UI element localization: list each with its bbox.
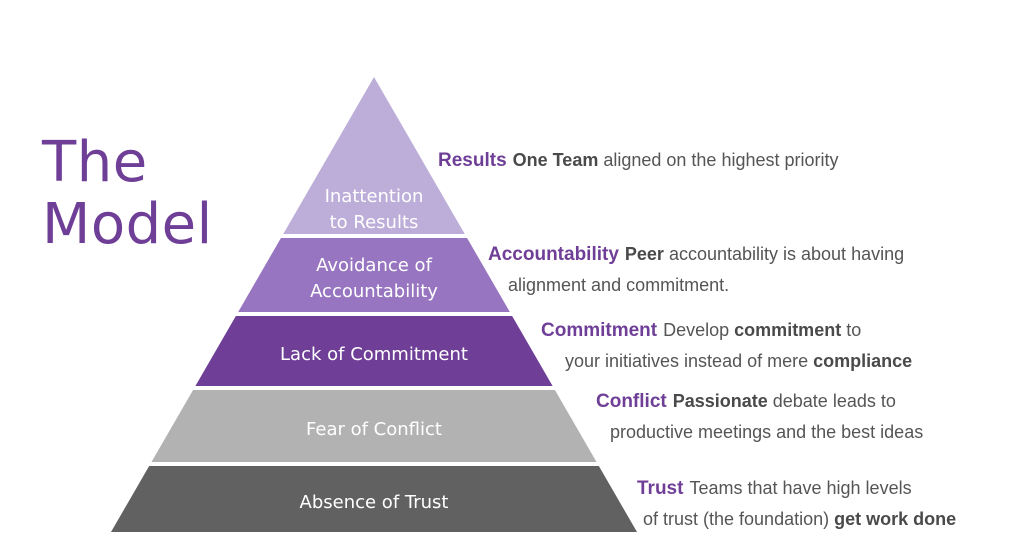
conflict-bold-1: Passionate xyxy=(672,391,768,411)
tier-results-label: to Results xyxy=(330,212,419,233)
tier-commitment xyxy=(195,316,553,386)
results-text-1: aligned on the highest priority xyxy=(598,150,839,170)
title-line-1: The xyxy=(42,130,148,195)
commitment-text-1: Develop xyxy=(663,320,735,340)
commitment-text-2: to xyxy=(841,320,862,340)
page-title: The Model xyxy=(42,132,213,256)
trust-line-2: of trust (the foundation) get work done xyxy=(637,504,956,534)
trust-line-2-text: of trust (the foundation) xyxy=(643,509,835,529)
accountability-text-1: accountability is about having xyxy=(663,244,905,264)
results-label: Results xyxy=(438,150,507,171)
accountability-line-2: alignment and commitment. xyxy=(508,275,730,295)
conflict-label: Conflict xyxy=(596,391,667,412)
tier-conflict xyxy=(151,390,597,462)
trust-label: Trust xyxy=(637,478,684,499)
trust-line-2-bold: get work done xyxy=(834,509,957,529)
tier-results xyxy=(283,77,465,234)
accountability-label: Accountability xyxy=(488,244,619,265)
commitment-bold-1: commitment xyxy=(734,320,842,340)
trust-text-1: Teams that have high levels xyxy=(689,478,912,498)
commitment-label: Commitment xyxy=(541,320,658,341)
results-bold-1: One Team xyxy=(512,150,599,170)
tier-accountability xyxy=(238,238,510,312)
tier-conflict-label: Fear of Conflict xyxy=(306,419,442,440)
commitment-line-2: your initiatives instead of mere complia… xyxy=(541,346,912,376)
tier-accountability-label: Accountability xyxy=(310,281,438,302)
tier-commitment-label: Lack of Commitment xyxy=(280,344,468,365)
commitment-line-2-text: your initiatives instead of mere xyxy=(565,351,814,371)
tier-trust-label: Absence of Trust xyxy=(300,492,449,513)
title-line-2: Model xyxy=(42,192,213,257)
accountability-bold-1: Peer xyxy=(624,244,664,264)
tier-trust xyxy=(111,466,637,532)
conflict-text-1: debate leads to xyxy=(767,391,896,411)
tier-results-label: Inattention xyxy=(325,186,424,207)
tier-accountability-label: Avoidance of xyxy=(316,255,432,276)
commitment-line-2-bold: compliance xyxy=(813,351,913,371)
conflict-line-2: productive meetings and the best ideas xyxy=(610,422,924,442)
